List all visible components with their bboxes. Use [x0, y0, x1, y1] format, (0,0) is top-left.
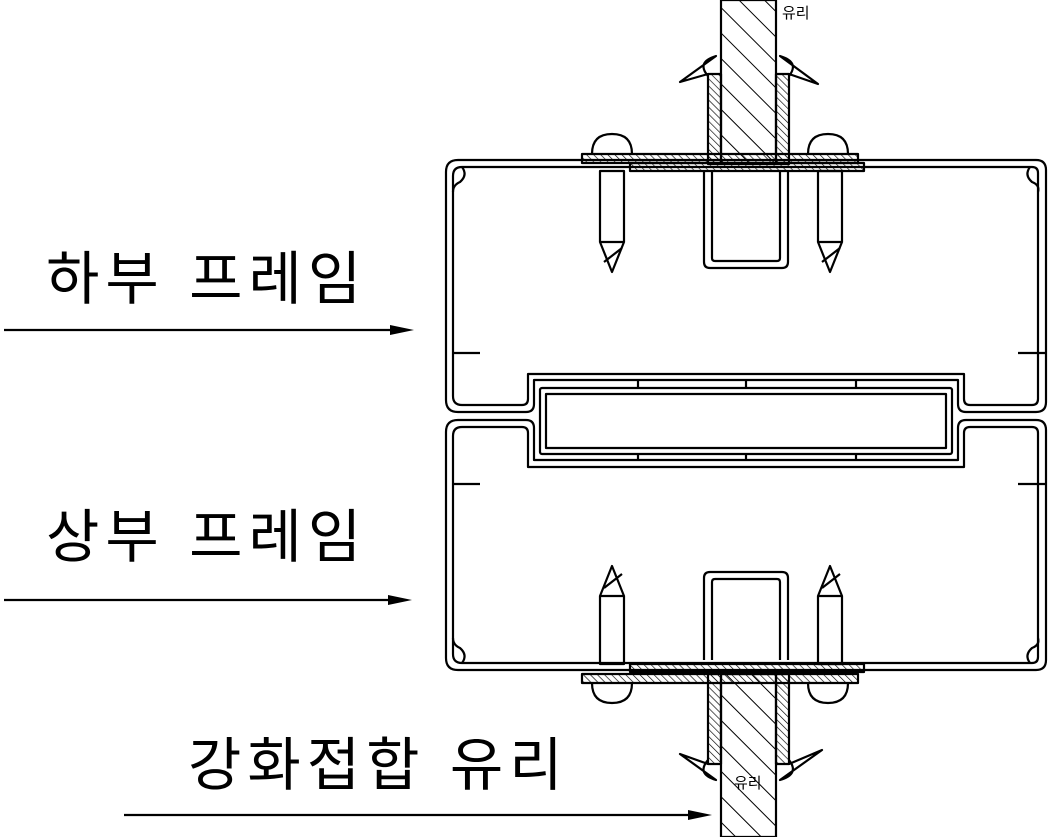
- label-lower-frame: 하부 프레임: [46, 245, 368, 313]
- glass-pane-bottom: [678, 672, 824, 837]
- top-glass-channel: [702, 170, 790, 270]
- arrow-upper-frame: [4, 595, 412, 605]
- glass-pane-top: [678, 0, 820, 166]
- screw-top-left: [598, 169, 626, 274]
- screw-bottom-left: [598, 564, 626, 666]
- label-glass-bottom: 유리: [734, 774, 762, 792]
- arrow-laminated-glass: [124, 810, 712, 820]
- screw-bottom-right: [816, 564, 844, 666]
- label-glass-top: 유리: [782, 4, 810, 22]
- bottom-glass-channel: [702, 570, 790, 660]
- label-upper-frame: 상부 프레임: [46, 503, 368, 571]
- upper-frame-profile: [444, 418, 1048, 672]
- label-laminated-glass: 강화접합 유리: [188, 731, 569, 799]
- center-connector: [538, 380, 954, 460]
- lower-frame-profile: [444, 158, 1048, 414]
- arrow-lower-frame: [4, 325, 414, 335]
- screw-top-right: [816, 169, 844, 274]
